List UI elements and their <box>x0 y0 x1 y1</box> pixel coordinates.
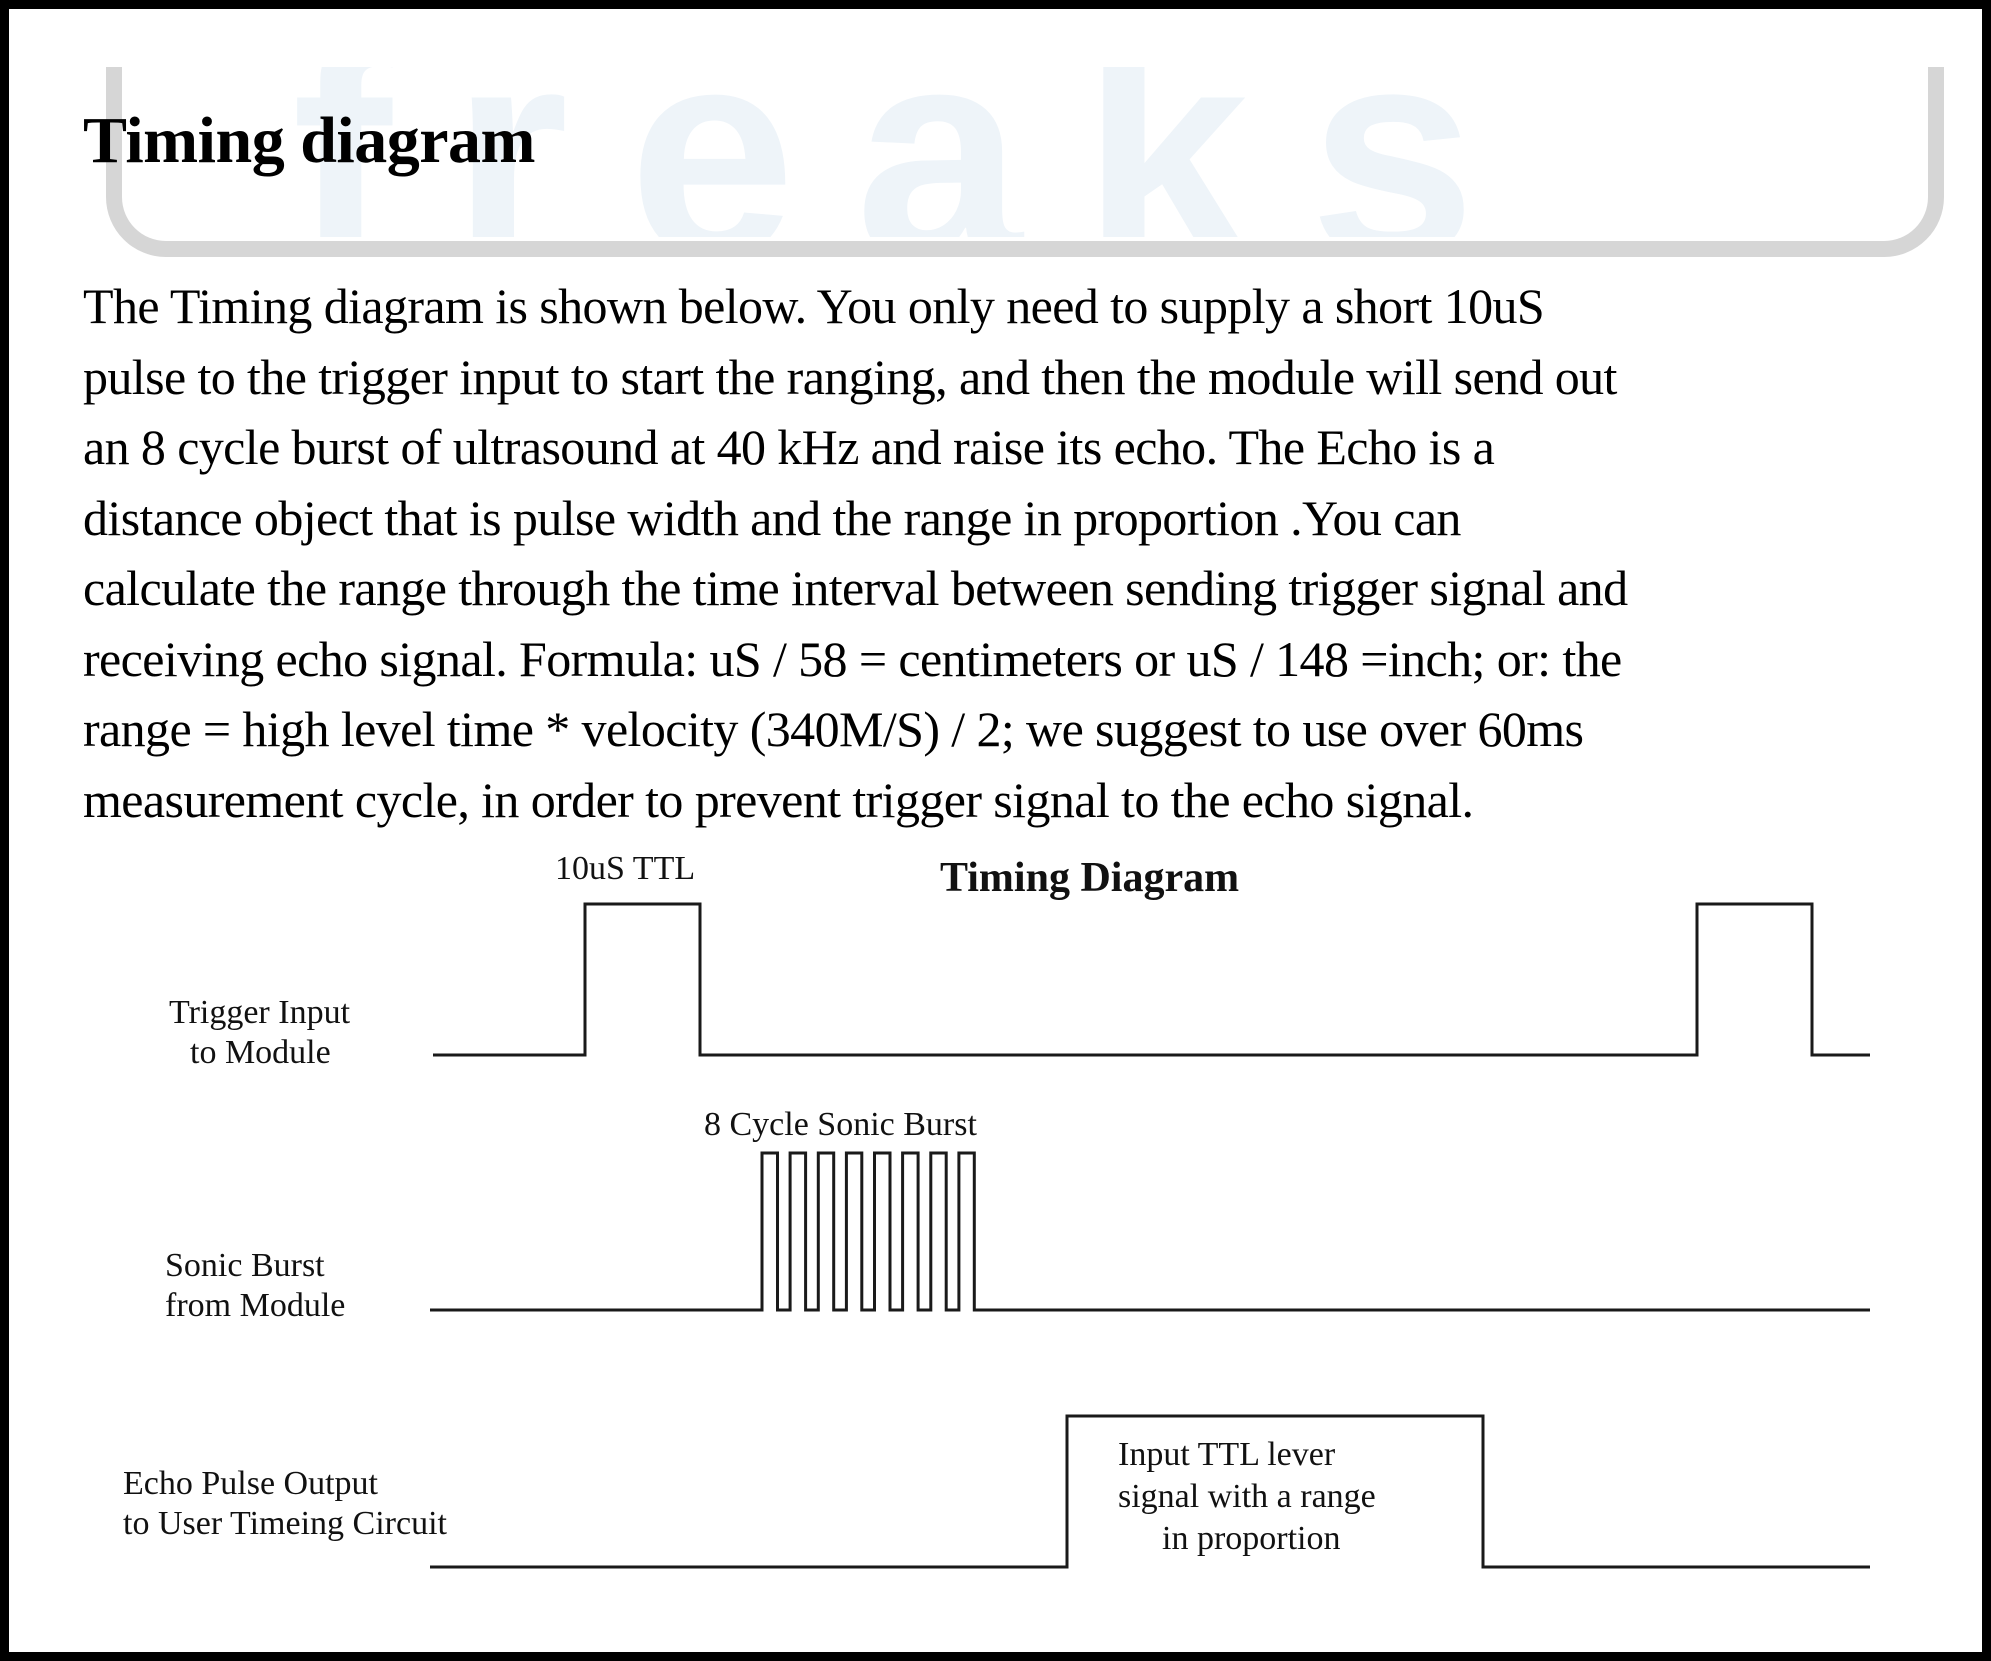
paragraph-line: calculate the range through the time int… <box>83 560 1628 616</box>
pulse-width-label: 10uS TTL <box>555 850 695 887</box>
echo-pulse-annotation: in proportion <box>1162 1520 1340 1557</box>
trigger-input-waveform <box>433 902 1870 1057</box>
sonic-burst-label: Sonic Burst <box>165 1247 325 1284</box>
echo-output-label: to User Timeing Circuit <box>123 1505 448 1542</box>
echo-pulse-annotation: signal with a range <box>1118 1478 1376 1515</box>
echo-output-label: Echo Pulse Output <box>123 1465 379 1502</box>
watermark-logo: freaks <box>106 67 1944 257</box>
sonic-burst-waveform <box>430 1151 1870 1312</box>
echo-pulse-waveform <box>430 1414 1870 1569</box>
paragraph-line: range = high level time * velocity (340M… <box>83 701 1584 757</box>
timing-diagram: Timing Diagram 10uS TTL 8 Cycle Sonic Bu… <box>123 850 1870 1569</box>
paragraph-line: measurement cycle, in order to prevent t… <box>83 771 1474 828</box>
diagram-title: Timing Diagram <box>940 855 1239 901</box>
burst-label: 8 Cycle Sonic Burst <box>704 1106 977 1143</box>
echo-pulse-annotation: Input TTL lever <box>1118 1436 1336 1473</box>
page-title: Timing diagram <box>83 104 536 177</box>
paragraph-line: receiving echo signal. Formula: uS / 58 … <box>83 630 1622 687</box>
trigger-input-label: Trigger Input <box>169 994 351 1031</box>
paragraph-line: distance object that is pulse width and … <box>83 489 1461 546</box>
sonic-burst-label: from Module <box>165 1287 345 1324</box>
paragraph-line: pulse to the trigger input to start the … <box>83 348 1617 405</box>
watermark-text: freaks <box>292 67 1537 237</box>
paragraph-line: The Timing diagram is shown below. You o… <box>83 278 1545 334</box>
trigger-input-label: to Module <box>190 1034 331 1071</box>
paragraph-line: an 8 cycle burst of ultrasound at 40 kHz… <box>83 419 1495 475</box>
description-paragraph: The Timing diagram is shown below. You o… <box>83 271 1913 835</box>
